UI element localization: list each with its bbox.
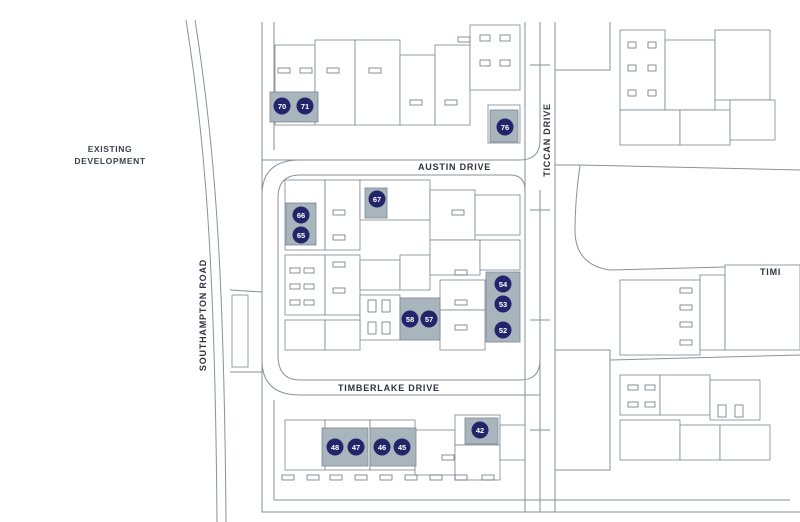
- plot-marker-71[interactable]: 71: [296, 97, 314, 115]
- plot-number: 66: [297, 211, 305, 220]
- plot-number: 48: [331, 443, 339, 452]
- right-roads: [555, 22, 800, 471]
- plot-marker-circle[interactable]: [296, 97, 314, 115]
- plot-number: 65: [297, 231, 305, 240]
- plot-marker-45[interactable]: 45: [393, 438, 411, 456]
- block-right: [619, 29, 800, 461]
- plot-number: 47: [352, 443, 360, 452]
- plot-number: 57: [425, 315, 433, 324]
- southampton-road: [185, 19, 263, 522]
- plot-marker-52[interactable]: 52: [494, 321, 512, 339]
- plot-marker-circle[interactable]: [401, 310, 419, 328]
- plot-number: 45: [398, 443, 406, 452]
- plot-marker-47[interactable]: 47: [347, 438, 365, 456]
- plot-marker-66[interactable]: 66: [292, 206, 310, 224]
- timi-label: TIMI: [760, 267, 781, 277]
- plot-marker-circle[interactable]: [393, 438, 411, 456]
- plot-number: 71: [301, 102, 309, 111]
- plot-marker-circle[interactable]: [292, 226, 310, 244]
- plot-marker-53[interactable]: 53: [494, 295, 512, 313]
- plot-marker-42[interactable]: 42: [471, 421, 489, 439]
- plot-marker-circle[interactable]: [368, 190, 386, 208]
- plot-number: 70: [278, 102, 286, 111]
- plot-marker-48[interactable]: 48: [326, 438, 344, 456]
- plot-number: 76: [501, 123, 509, 132]
- plot-marker-circle[interactable]: [292, 206, 310, 224]
- plot-marker-76[interactable]: 76: [496, 118, 514, 136]
- austin-drive-label: AUSTIN DRIVE: [418, 162, 491, 172]
- block-top-left: [274, 24, 521, 144]
- plot-marker-67[interactable]: 67: [368, 190, 386, 208]
- plot-number: 53: [499, 300, 507, 309]
- plot-marker-circle[interactable]: [471, 421, 489, 439]
- plot-number: 58: [406, 315, 414, 324]
- plot-marker-circle[interactable]: [347, 438, 365, 456]
- plot-number: 54: [499, 280, 508, 289]
- plot-marker-circle[interactable]: [496, 118, 514, 136]
- plot-number: 67: [373, 195, 381, 204]
- ticcan-road: [524, 22, 556, 512]
- plot-marker-70[interactable]: 70: [273, 97, 291, 115]
- plot-marker-65[interactable]: 65: [292, 226, 310, 244]
- plot-marker-circle[interactable]: [494, 321, 512, 339]
- plot-marker-46[interactable]: 46: [373, 438, 391, 456]
- site-boundary: [261, 22, 800, 513]
- plot-number: 52: [499, 326, 507, 335]
- plot-marker-circle[interactable]: [273, 97, 291, 115]
- ticcan-drive-label: TICCAN DRIVE: [542, 103, 552, 177]
- plot-markers: 70 71 76 67 66 65 54 53 58 57 52 42 48 47 46 45: [273, 97, 514, 456]
- plot-marker-57[interactable]: 57: [420, 310, 438, 328]
- plot-number: 46: [378, 443, 386, 452]
- existing-development-label-2: DEVELOPMENT: [74, 156, 146, 166]
- southampton-road-label: SOUTHAMPTON ROAD: [198, 259, 208, 371]
- plot-marker-54[interactable]: 54: [494, 275, 512, 293]
- plot-marker-circle[interactable]: [326, 438, 344, 456]
- existing-development-label-1: EXISTING: [88, 144, 132, 154]
- plot-number: 42: [476, 426, 484, 435]
- plot-marker-circle[interactable]: [373, 438, 391, 456]
- plot-marker-circle[interactable]: [494, 295, 512, 313]
- plot-marker-circle[interactable]: [420, 310, 438, 328]
- plot-marker-circle[interactable]: [494, 275, 512, 293]
- plot-marker-58[interactable]: 58: [401, 310, 419, 328]
- timberlake-drive-label: TIMBERLAKE DRIVE: [338, 383, 440, 393]
